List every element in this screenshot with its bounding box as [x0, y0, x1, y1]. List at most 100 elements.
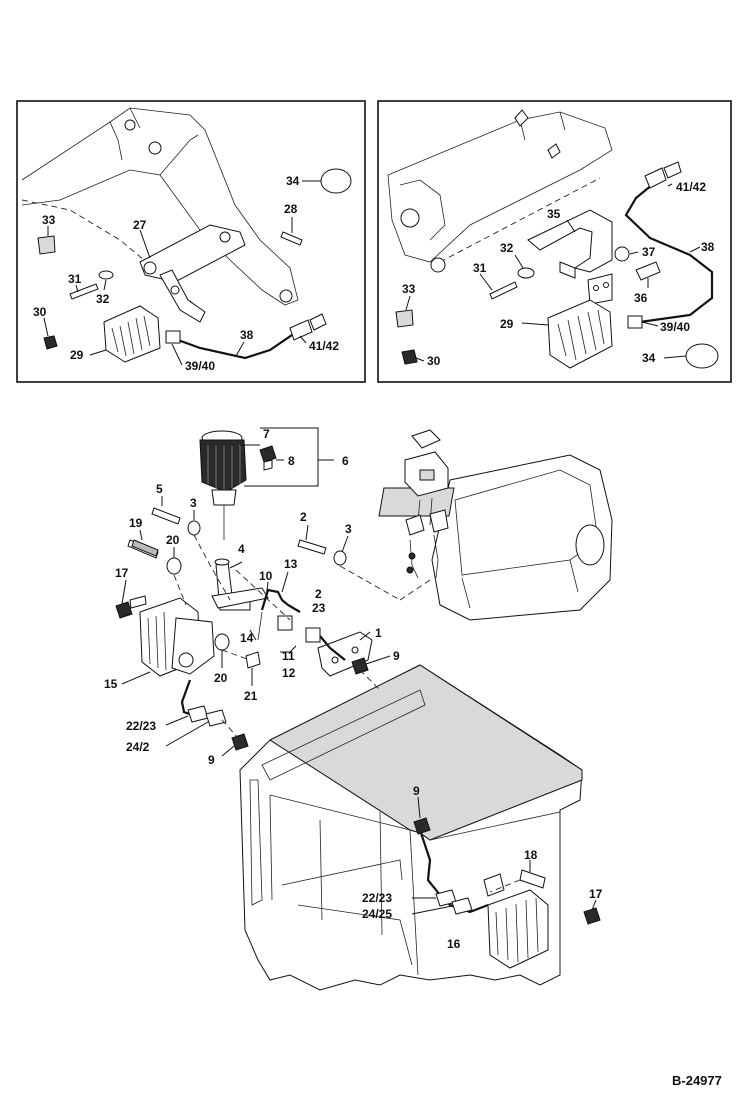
callout-21: 21 [244, 689, 258, 703]
callout-32: 32 [96, 292, 110, 306]
callout-6: 6 [342, 454, 349, 468]
callout-30: 30 [33, 305, 47, 319]
bolt-18 [519, 869, 546, 889]
guard-bracket-35 [527, 209, 613, 305]
washer-3-right [333, 550, 347, 566]
grommet-9-left [231, 733, 249, 751]
callout-28: 28 [284, 202, 298, 216]
beacon-mount [211, 558, 269, 611]
callout-7: 7 [263, 427, 270, 441]
callout-1: 1 [375, 626, 382, 640]
plug-11 [277, 615, 293, 631]
callout-2: 2 [300, 510, 307, 524]
callout-9-right: 9 [413, 784, 420, 798]
mount-bracket-1 [317, 631, 373, 677]
callout-18: 18 [524, 848, 538, 862]
callout-31: 31 [473, 261, 487, 275]
washer-37 [614, 246, 630, 262]
callout-11: 11 [282, 649, 295, 663]
callout-38: 38 [240, 328, 254, 342]
callout-10: 10 [259, 569, 273, 583]
callout-39-40: 39/40 [185, 359, 215, 373]
grommet-9-right [413, 817, 431, 835]
callout-32: 32 [500, 241, 514, 255]
work-light-right [547, 299, 613, 369]
callout-34: 34 [286, 174, 300, 188]
callout-3-upper: 3 [190, 496, 197, 510]
bolt-5 [151, 507, 181, 525]
connector-24-25-right [451, 897, 473, 915]
front-work-light-15 [139, 597, 215, 677]
control-console [378, 454, 613, 621]
rubber-buffer-33-left [37, 235, 56, 255]
nut-30-left [43, 335, 58, 350]
leader-lines-right [405, 183, 701, 362]
rubber-buffer-33-right [395, 309, 414, 328]
nut-17-left [115, 601, 133, 619]
callout-37: 37 [642, 245, 656, 259]
bolt-28-left [280, 231, 303, 246]
connector-39-40-left [165, 330, 181, 344]
callout-4: 4 [238, 542, 245, 556]
callout-14: 14 [240, 631, 254, 645]
washer-20-lower [214, 633, 230, 651]
plug-12 [305, 627, 321, 643]
rear-work-light-16 [487, 889, 549, 969]
callout-33: 33 [402, 282, 416, 296]
callout-12: 12 [282, 666, 296, 680]
callout-22-23-left: 22/23 [126, 719, 156, 733]
wire-tail [257, 611, 263, 641]
bolt-31-right [489, 281, 518, 300]
light-bracket-left [139, 224, 246, 323]
callout-29: 29 [500, 317, 514, 331]
bolt-2 [297, 539, 327, 555]
inset-panel-left: 34 33 27 28 31 32 30 29 38 41/42 39/40 [16, 100, 366, 383]
callout-34: 34 [642, 351, 656, 365]
callout-20-upper: 20 [166, 533, 180, 547]
callout-38: 38 [701, 240, 715, 254]
callout-15: 15 [104, 677, 118, 691]
washer-32-right [517, 267, 535, 279]
callout-17-right: 17 [589, 887, 603, 901]
boom-arm-right [387, 109, 613, 273]
bolt-36 [635, 261, 661, 281]
leader-lines-main [121, 427, 597, 915]
connector-41-42-left [289, 319, 313, 341]
callout-41-42: 41/42 [309, 339, 339, 353]
routing-lines [173, 534, 521, 893]
boom-arm-left [21, 107, 299, 311]
washer-32-left [98, 270, 114, 280]
washer-3-upper [187, 520, 201, 536]
callout-27: 27 [133, 218, 147, 232]
rotating-beacon [199, 430, 277, 540]
bracket-18 [483, 873, 505, 897]
callout-41-42: 41/42 [676, 180, 706, 194]
callout-24-25-partial: 23 [312, 601, 326, 615]
grommet-9-upper [351, 657, 369, 675]
connector-24-25-left [205, 709, 227, 727]
callout-22-23-partial: 2 [315, 587, 322, 601]
beacon-wire-2 [319, 635, 346, 661]
figure-id: B-24977 [672, 1073, 722, 1088]
harness-38-right [624, 179, 714, 324]
callout-8: 8 [288, 454, 295, 468]
washer-20-upper [166, 557, 182, 575]
connector-41-42-right [644, 167, 667, 189]
clip-21 [245, 651, 261, 669]
nut-30-right [401, 349, 418, 365]
leader-lines-left [43, 180, 321, 366]
callout-24-25-right: 24/25 [362, 907, 392, 921]
callout-36: 36 [634, 291, 648, 305]
callout-20-lower: 20 [214, 671, 228, 685]
callout-30: 30 [427, 354, 441, 368]
main-assembly: 7 8 6 5 3 2 3 19 20 4 10 13 17 2 23 1 14… [104, 427, 613, 991]
callout-29: 29 [70, 348, 84, 362]
connector-22-23-left [187, 705, 209, 723]
beacon-wire [260, 588, 301, 613]
inset-panel-right: 41/42 35 38 32 37 31 33 36 29 39/40 30 3… [377, 100, 732, 383]
harness-38-left [177, 334, 293, 360]
switch-assembly [404, 429, 449, 579]
callout-31: 31 [68, 272, 82, 286]
callout-22-23-right: 22/23 [362, 891, 392, 905]
